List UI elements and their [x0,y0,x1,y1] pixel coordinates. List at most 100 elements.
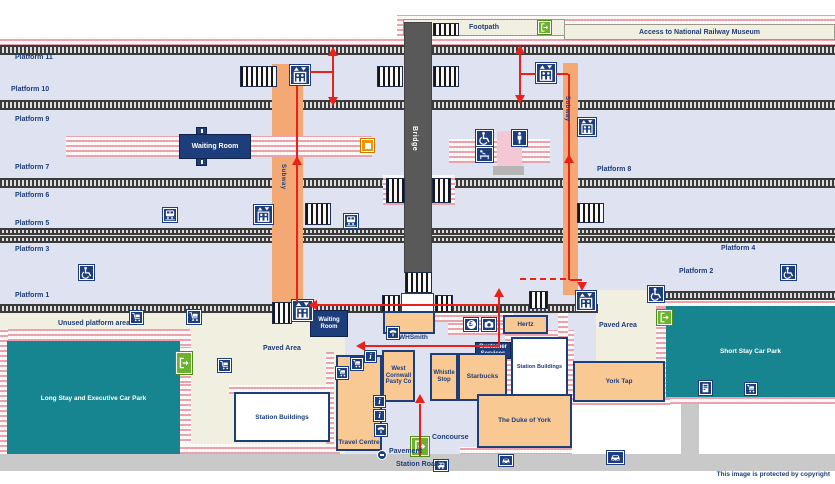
train-icon [162,207,178,223]
hatch-south-band-west [95,444,340,454]
route-line [296,86,298,302]
stairs [377,66,403,87]
platform-label: Platform 2 [679,268,714,275]
route-arrow-up [494,288,504,297]
station-buildings-label: Station Buildings [255,413,309,421]
hatch-shortstay-bottom [660,396,835,404]
station-buildings-west: Station Buildings [234,392,330,442]
platform-label: Platform 8 [597,166,632,173]
route-arrow-down [577,282,587,291]
luggage-trolley-icon [744,382,758,396]
door-icon [200,160,203,164]
atm-icon: £ [463,317,479,332]
route-line [419,404,421,456]
stairs [386,178,405,203]
railway-track [652,291,835,300]
route-line [570,279,582,281]
concourse-label: Concourse [432,434,469,441]
platform-label: Platform 11 [15,54,53,61]
long-stay-car-park: Long Stay and Executive Car Park [7,341,180,456]
accessible-parking-icon [647,285,665,303]
route-line [498,296,500,347]
hatch-shortstay-top [656,299,835,308]
copyright-notice: This image is protected by copyright [716,471,830,478]
platform-label: Platform 3 [15,246,50,253]
lift-icon [575,290,597,312]
lift-icon [535,62,557,84]
wheelchair-icon [78,264,95,281]
subway-east [563,63,578,295]
accessible-toilet-icon [475,129,494,147]
bus-stop-glyph [380,454,384,456]
route-arrow-up [292,156,302,165]
luggage-trolley-icon [217,358,232,373]
travel-centre-label: Travel Centre [338,438,380,446]
stairs [433,66,459,87]
route-line [521,73,536,75]
information-icon: i [373,409,386,422]
hatch-travel-centre-west [326,352,334,454]
kiosk-glyph [364,142,371,149]
paved-area-east-label: Paved Area [599,322,637,329]
door-icon [200,129,203,133]
bridge-label: Bridge [411,126,418,152]
toilets-icon [511,129,528,147]
telephone-icon [386,326,400,340]
information-icon: i [364,350,377,363]
route-arrow-left [308,300,317,310]
route-line [568,74,570,280]
route-line [519,53,521,95]
starbucks-label: Starbucks [466,373,499,381]
route-arrow-left [356,341,365,351]
hatch-longstay-left [0,329,8,457]
footbridge [404,22,432,273]
route-line [556,73,568,75]
platform-label: Platform 1 [15,292,50,299]
museum-access-label: Access to National Railway Museum [639,28,760,36]
ticket-machine-icon [698,380,713,396]
lift-icon [253,204,274,225]
hatch-longstay-top [0,329,190,341]
hatch-duke-south [460,447,572,455]
entrance-icon [537,20,552,35]
station-buildings-east: Station Buildings [511,337,568,396]
short-stay-label: Short Stay Car Park [719,348,782,355]
bus-stop-icon [377,450,387,460]
telephone-icon [374,423,388,437]
waiting-room-south: Waiting Room [310,310,348,337]
long-stay-label: Long Stay and Executive Car Park [40,395,147,402]
route-arrow-up [564,154,574,163]
train-icon [343,213,359,229]
subway-west-label: Subway [280,164,286,190]
platform-label: Platform 6 [15,192,50,199]
west-cornwall-pasty-building: West Cornwall Pasty Co [382,350,415,402]
duke-of-york-building: The Duke of York [477,394,572,448]
lift-icon [289,64,311,86]
stairs [272,302,292,324]
luggage-trolley-icon [335,366,349,380]
stairs [577,203,604,223]
kiosk-icon [360,138,375,153]
route-arrow-up [515,45,525,54]
whsmith-label: WHSmith [399,334,428,341]
museum-access-bar: Access to National Railway Museum [564,24,835,40]
hertz-label: Hertz [517,320,534,328]
route-arrow-down [515,95,525,104]
york-tap-label: York Tap [605,377,633,385]
route-arrow-down [328,97,338,106]
unused-platform-label: Unused platform area [58,320,130,327]
pavement-label: Pavement [389,448,423,455]
platform-label: Platform 10 [11,86,50,93]
starbucks-building: Starbucks [458,353,507,401]
bottom-margin [0,471,835,484]
platform-label: Platform 7 [15,164,50,171]
entrance-icon [175,351,193,375]
duke-of-york-label: The Duke of York [498,417,551,425]
footpath-label: Footpath [469,24,499,31]
hatch-hertz-band [425,311,513,322]
wheelchair-icon [780,264,797,281]
whistle-stop-label: Whistle Stop [433,370,455,383]
route-line-dashed [520,278,566,280]
waiting-room-label: Waiting Room [191,142,239,150]
short-stay-car-park: Short Stay Car Park [666,306,835,397]
